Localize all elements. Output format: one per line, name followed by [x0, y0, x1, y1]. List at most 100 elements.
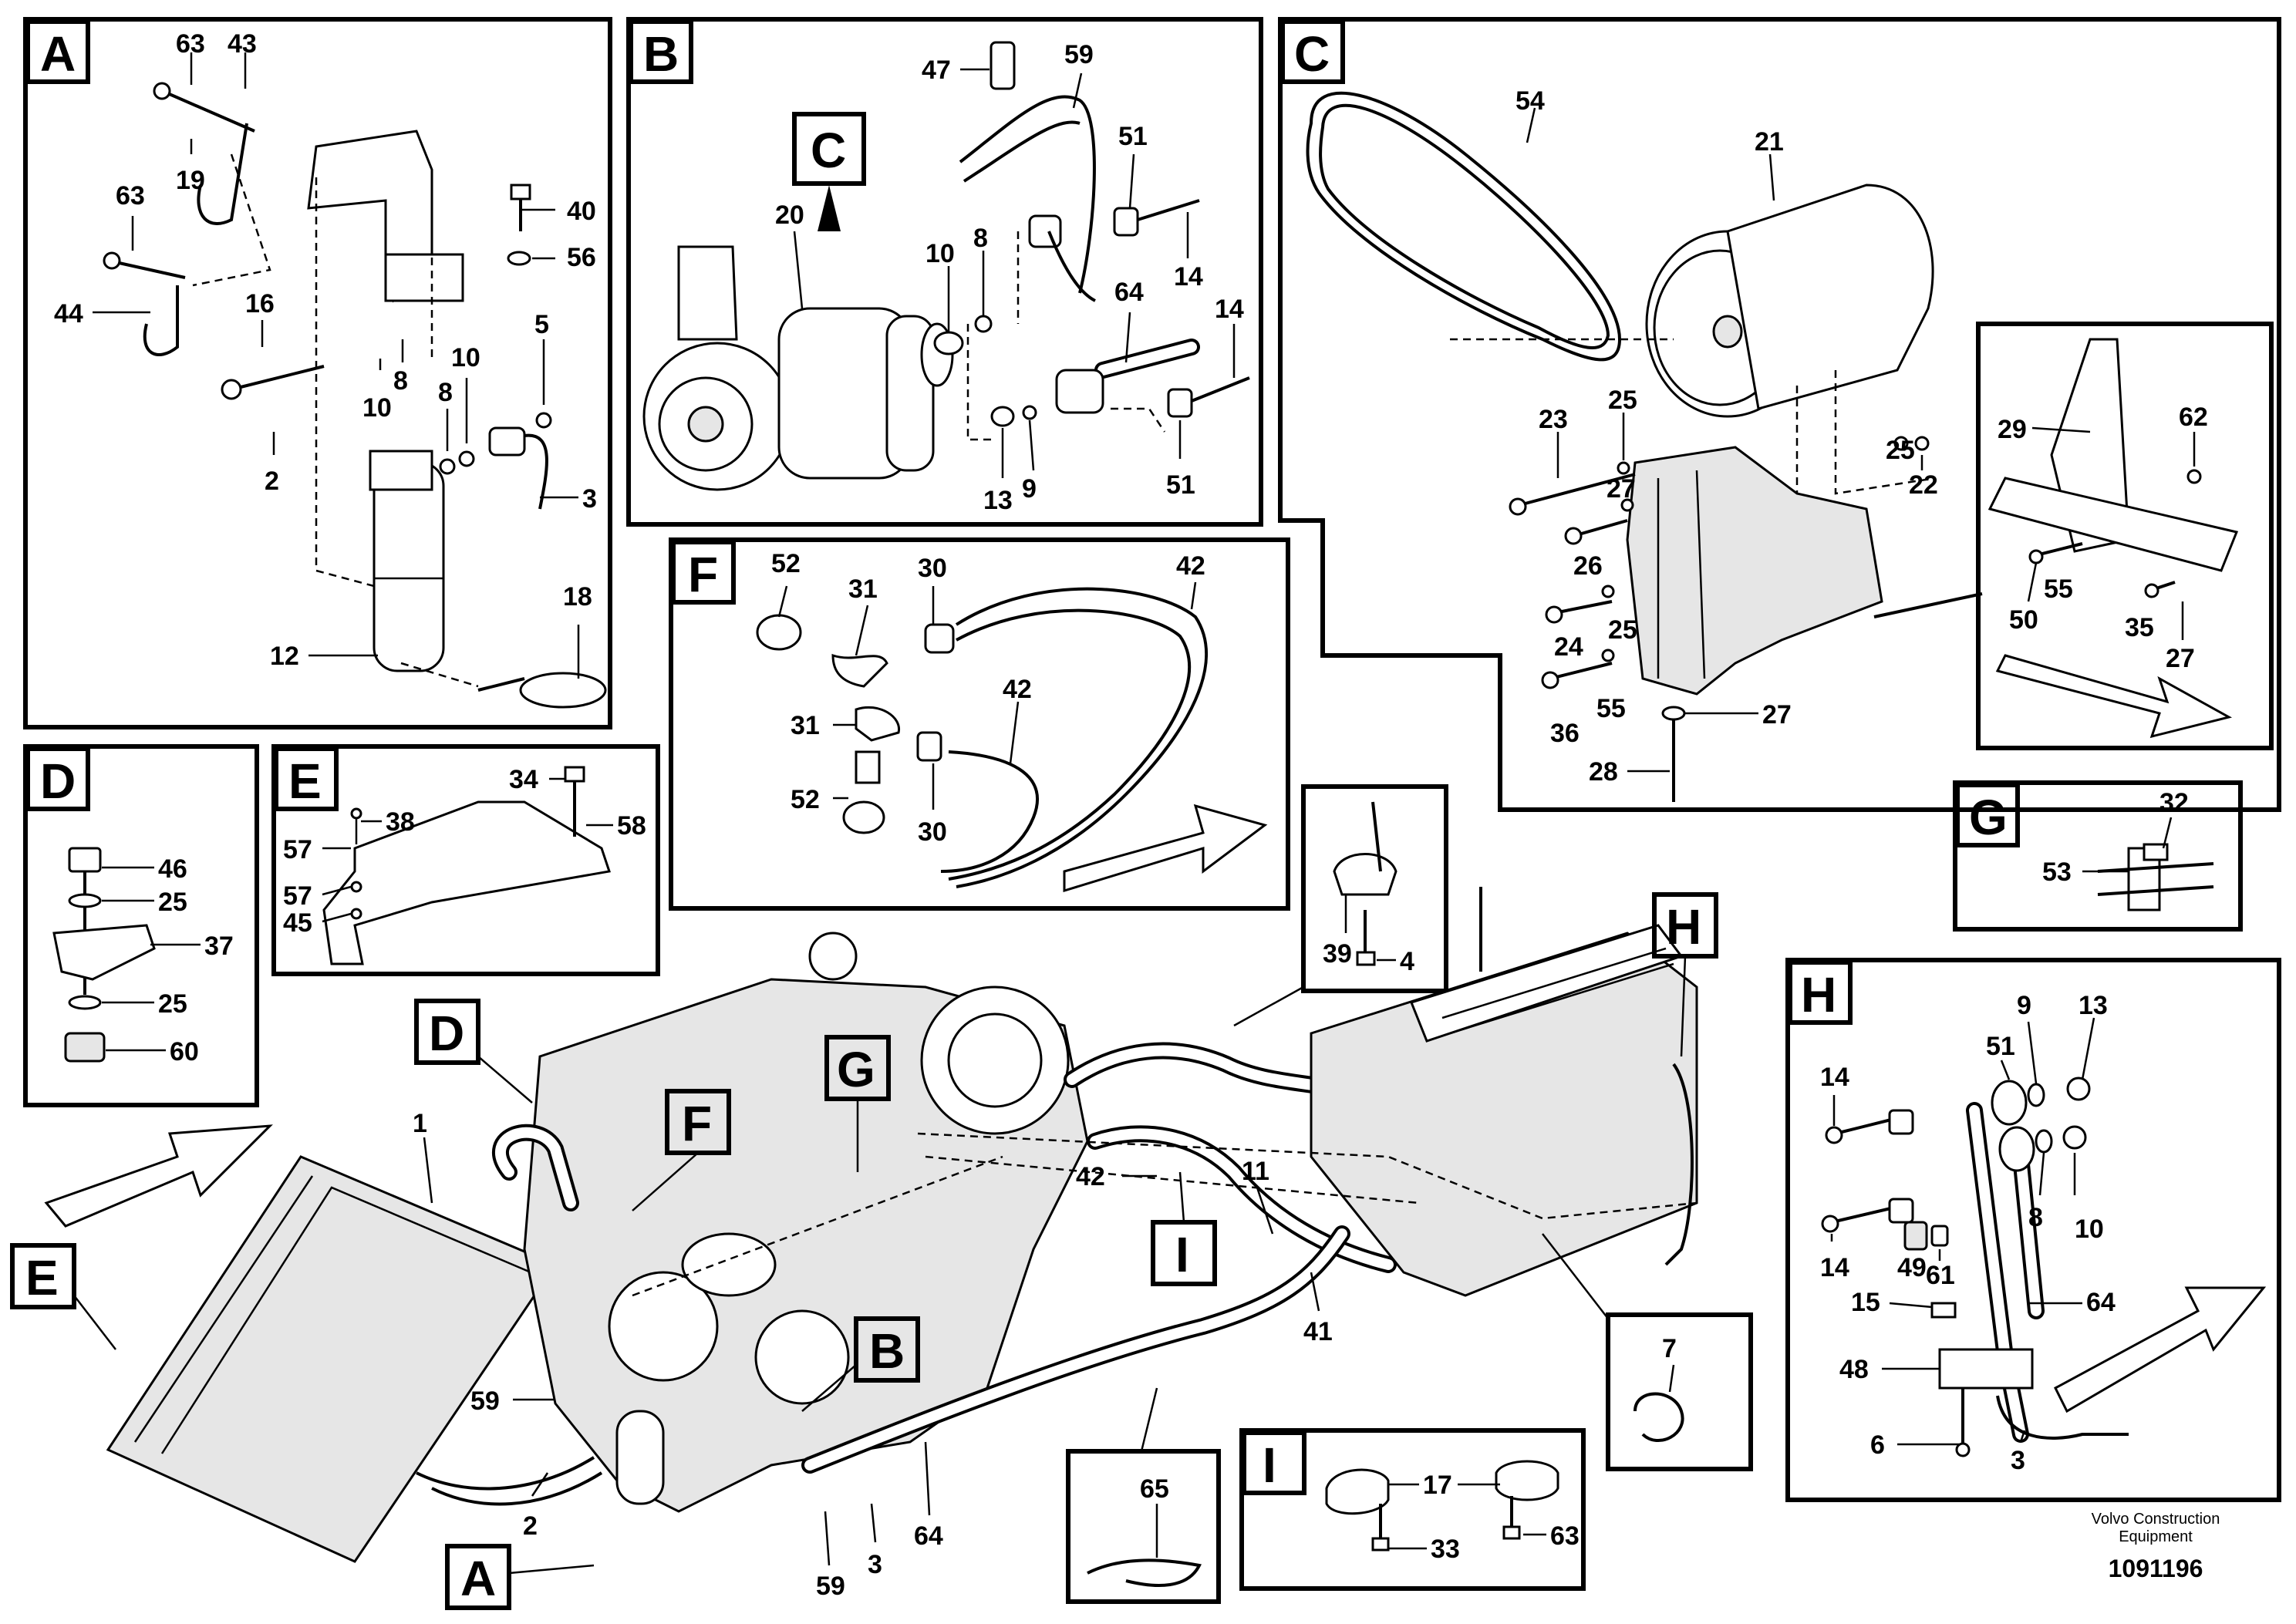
part-number-23: 23	[1539, 405, 1568, 434]
block-D-letter: D	[40, 753, 76, 809]
hose-2	[431, 1471, 603, 1506]
bolt-46	[68, 847, 102, 873]
mounting-bracket-C	[1626, 446, 1883, 696]
part-number-54: 54	[1515, 86, 1545, 116]
part-number-58: 58	[617, 811, 646, 841]
part-number-10: 10	[2075, 1215, 2104, 1244]
block-G: G 32 53	[1953, 780, 2243, 932]
brand-line-2: Equipment	[2119, 1528, 2193, 1545]
part-number-14: 14	[1820, 1253, 1849, 1282]
part-number-18: 18	[563, 582, 592, 612]
elbow-31	[831, 653, 888, 688]
block-F-tag	[671, 540, 736, 605]
callouts-D: 46 25 37 25 60	[102, 854, 234, 1066]
part-number-30: 30	[918, 817, 947, 847]
part-number-59: 59	[816, 1572, 845, 1601]
main-callout-E[interactable]: E	[10, 1243, 116, 1350]
part-number-17: 17	[1423, 1471, 1452, 1500]
part-number-11: 11	[1242, 1157, 1269, 1186]
part-number-42: 42	[1076, 1162, 1105, 1191]
footer: Volvo Construction Equipment 1091196	[2092, 1511, 2220, 1582]
callout-C-inset[interactable]	[792, 112, 866, 186]
part-number-8: 8	[393, 366, 408, 396]
part-number-1: 1	[413, 1109, 427, 1138]
block-D-frame	[23, 744, 259, 1107]
callout-letter-C: C	[811, 123, 846, 178]
part-number-62: 62	[2179, 403, 2208, 432]
direction-arrow-main	[44, 1124, 273, 1228]
part-number-63: 63	[116, 181, 145, 211]
part-number-2: 2	[523, 1511, 538, 1541]
part-number-20: 20	[775, 200, 804, 230]
callout-letter-D: D	[429, 1006, 464, 1061]
clamp-37	[52, 924, 156, 981]
part-number-59: 59	[1064, 40, 1094, 69]
part-number-13: 13	[2079, 991, 2108, 1020]
block-C-tag	[1280, 19, 1345, 84]
part-number-51: 51	[1986, 1032, 2015, 1061]
main-callout-I[interactable]: I	[1151, 1171, 1217, 1286]
block-B-letter: B	[643, 26, 679, 82]
part-number-14: 14	[1215, 295, 1244, 324]
block-E-tag	[274, 746, 339, 811]
callouts-main: 1 42 11 41 59 2 64 59 3	[413, 1109, 1333, 1601]
part-number-37: 37	[204, 932, 234, 961]
block-I: I 17 63 33	[1239, 1428, 1586, 1591]
main-callout-G[interactable]: G	[824, 1035, 891, 1172]
block-C-letter: C	[1294, 26, 1330, 82]
receiver-drier	[373, 461, 445, 672]
block-B-tag	[629, 19, 693, 84]
part-number-24: 24	[1554, 632, 1583, 662]
block-E-letter: E	[288, 753, 322, 809]
block-D: D 46 25 37 25 60	[23, 744, 259, 1107]
part-number-27: 27	[1607, 474, 1636, 504]
part-number-39: 39	[1323, 939, 1352, 969]
callouts-B: 47 59 51 20 8 10 14 64 14 13 9 51	[775, 40, 1244, 515]
main-callout-D[interactable]: D	[414, 999, 533, 1103]
direction-arrow-C	[1995, 654, 2233, 739]
part-number-10: 10	[362, 393, 392, 423]
part-number-44: 44	[54, 299, 83, 329]
direction-arrow-F	[1063, 804, 1268, 893]
main-callout-F[interactable]: F	[632, 1089, 731, 1211]
part-number-30: 30	[918, 554, 947, 583]
part-number-10: 10	[925, 239, 955, 268]
block-G-tag	[1955, 783, 2020, 847]
part-number-4: 4	[1400, 947, 1414, 976]
part-number-29: 29	[1998, 415, 2027, 444]
part-number-51: 51	[1118, 122, 1148, 151]
part-number-3: 3	[868, 1550, 882, 1579]
part-number-47: 47	[922, 56, 951, 85]
part-number-60: 60	[170, 1037, 199, 1066]
part-number-22: 22	[1909, 470, 1938, 500]
part-number-57: 57	[283, 881, 312, 911]
main-callout-H[interactable]: H	[1652, 892, 1718, 1057]
strap-18	[519, 672, 607, 709]
receiver-drier-main	[615, 1410, 665, 1505]
part-number-12: 12	[270, 642, 299, 671]
part-number-8: 8	[973, 224, 988, 253]
switch-49	[1903, 1221, 1928, 1251]
block-H-letter: H	[1801, 967, 1836, 1023]
main-callout-B[interactable]: B	[801, 1316, 920, 1412]
block-B-frame	[626, 17, 1263, 527]
clamp-17b	[1495, 1460, 1559, 1501]
hose-59	[959, 95, 1096, 294]
block-D-tag	[25, 746, 90, 811]
clip-15	[1930, 1302, 1957, 1319]
part-number-56: 56	[567, 243, 596, 272]
part-number-31: 31	[848, 574, 878, 604]
block-H-tag	[1788, 960, 1853, 1025]
part-number-25: 25	[1886, 436, 1915, 465]
part-number-38: 38	[386, 807, 415, 837]
part-number-3: 3	[2011, 1446, 2025, 1475]
block-G-frame	[1953, 780, 2243, 932]
block-A: A 63 43 19 63 4	[23, 17, 612, 729]
bracket-29	[1988, 477, 2239, 572]
main-callout-A[interactable]: A	[445, 1544, 595, 1610]
callout-letter-I: I	[1175, 1227, 1189, 1282]
belt-54	[1306, 91, 1622, 362]
part-number-41: 41	[1303, 1317, 1333, 1346]
part-number-21: 21	[1755, 127, 1784, 157]
